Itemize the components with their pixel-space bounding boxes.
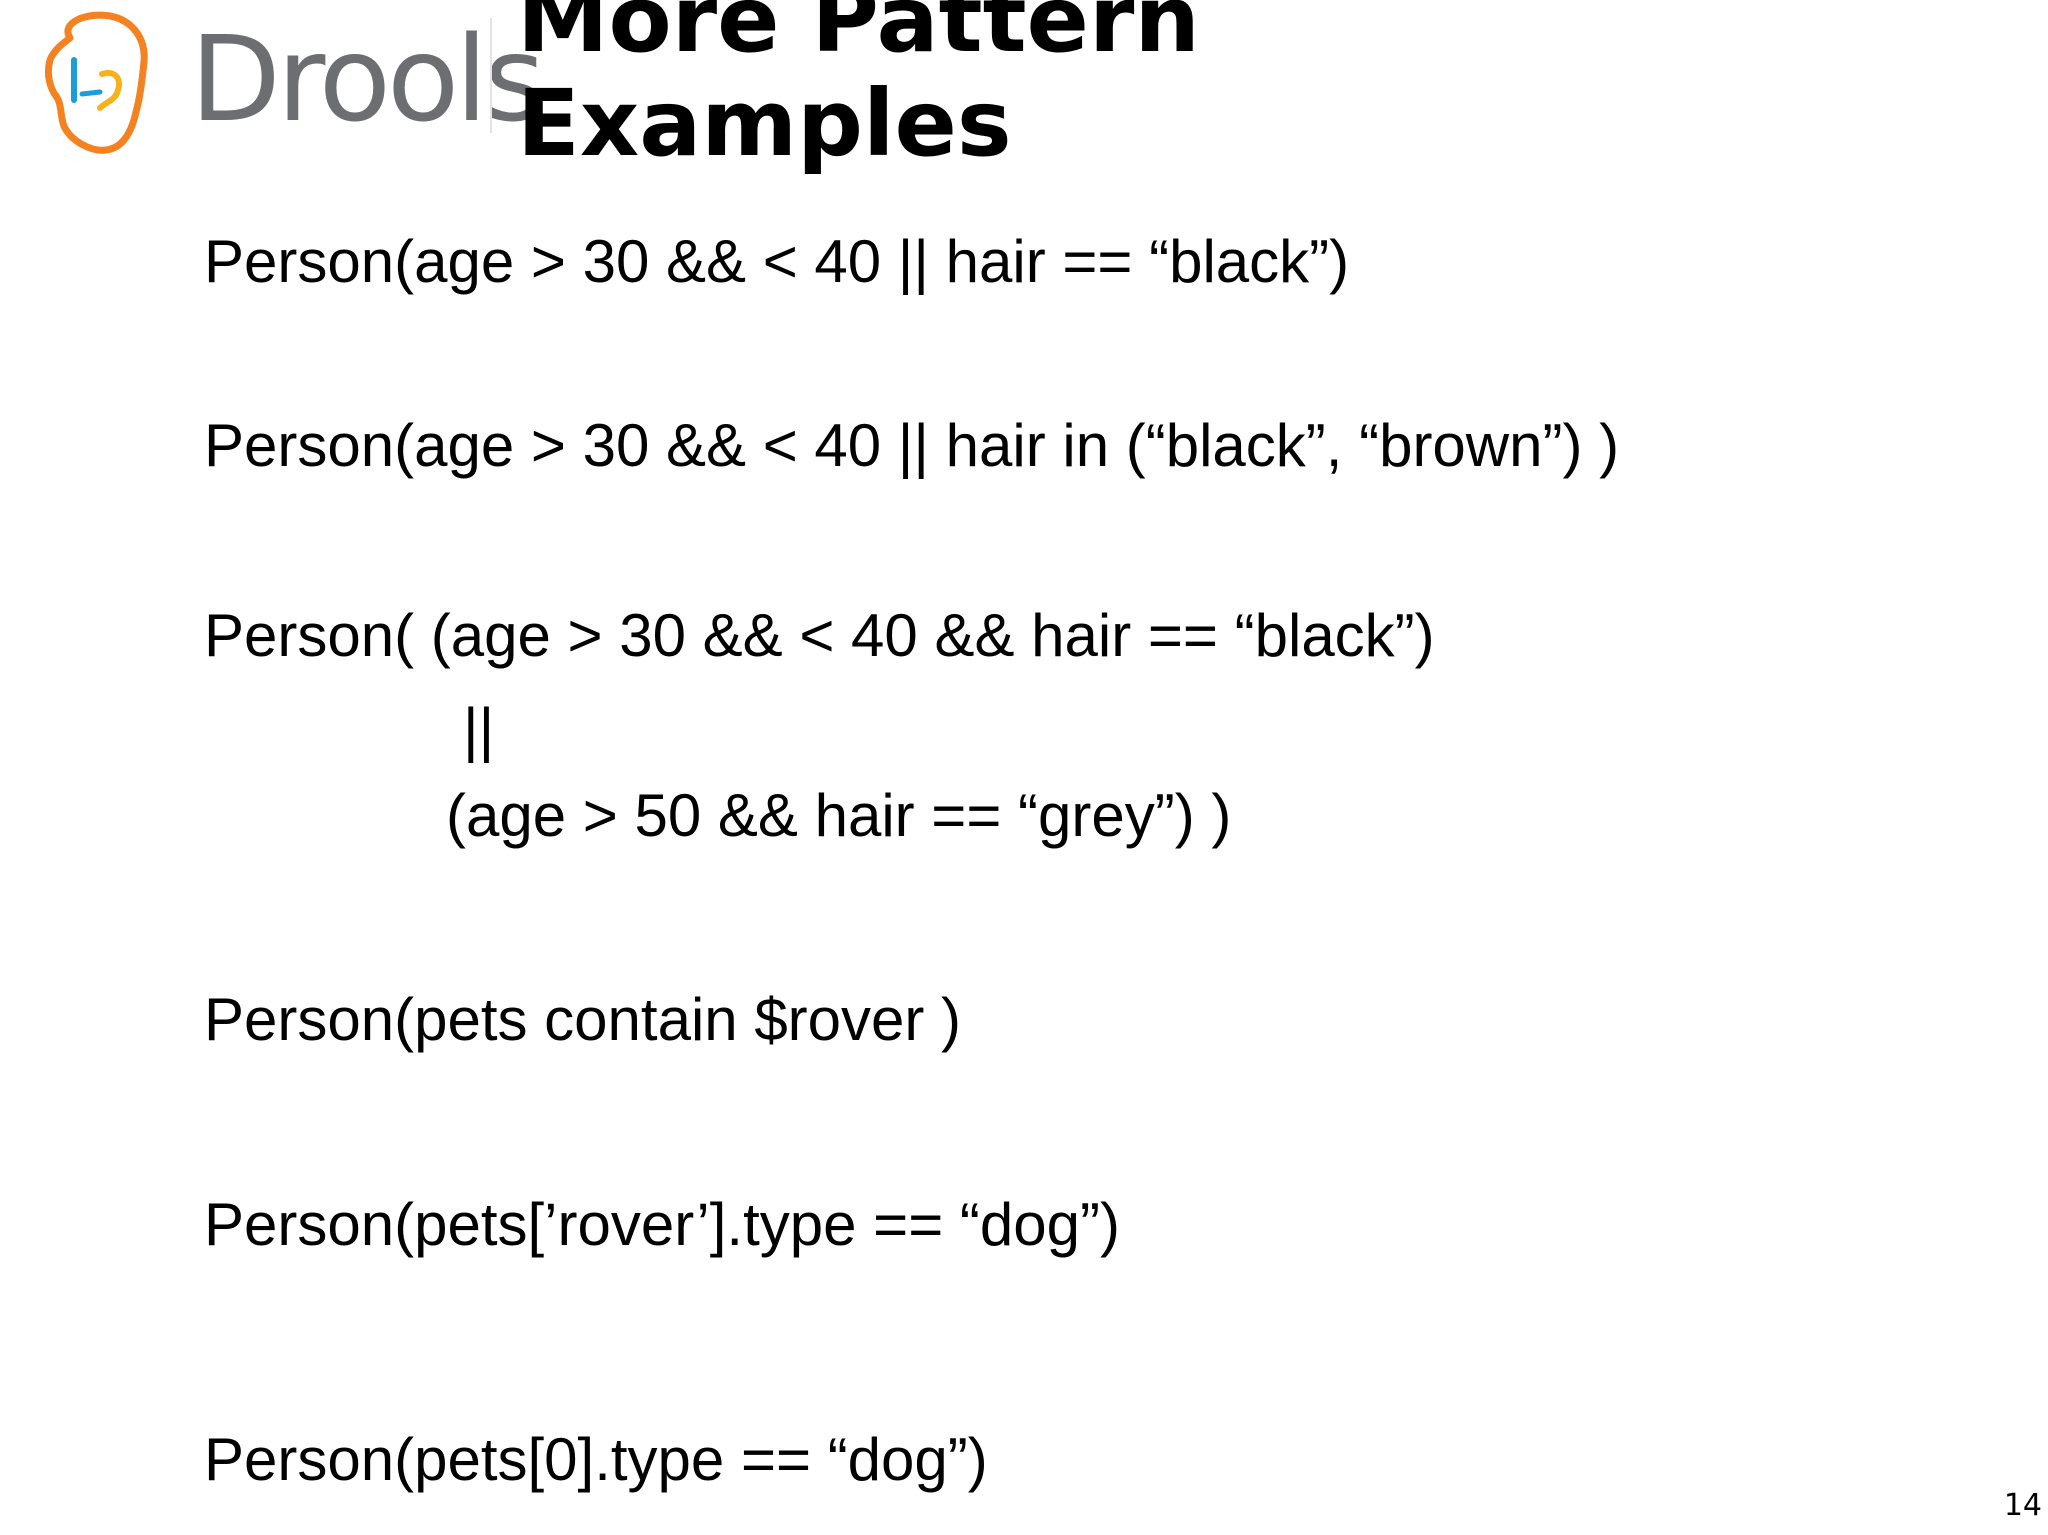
slide-title: More Pattern Examples bbox=[517, 0, 1200, 177]
slide-header: Drools More Pattern Examples bbox=[0, 0, 2048, 200]
example-line: Person(pets[0].type == “dog”) bbox=[204, 1426, 988, 1493]
example-line: Person(pets contain $rover ) bbox=[204, 986, 962, 1053]
example-line: Person( (age > 30 && < 40 && hair == “bl… bbox=[204, 602, 1435, 669]
logo-wordmark: Drools bbox=[190, 10, 545, 148]
example-line: Person(age > 30 && < 40 || hair in (“bla… bbox=[204, 412, 1620, 479]
example-line: Person(age > 30 && < 40 || hair == “blac… bbox=[204, 228, 1350, 295]
example-line: (age > 50 && hair == “grey”) ) bbox=[446, 782, 1232, 849]
drools-logo: Drools bbox=[40, 8, 545, 158]
header-divider bbox=[490, 18, 492, 133]
page-number: 14 bbox=[2003, 1488, 2042, 1523]
example-line: || bbox=[463, 696, 495, 763]
example-line: Person(pets[’rover’].type == “dog”) bbox=[204, 1191, 1120, 1258]
drools-face-icon bbox=[44, 11, 148, 154]
